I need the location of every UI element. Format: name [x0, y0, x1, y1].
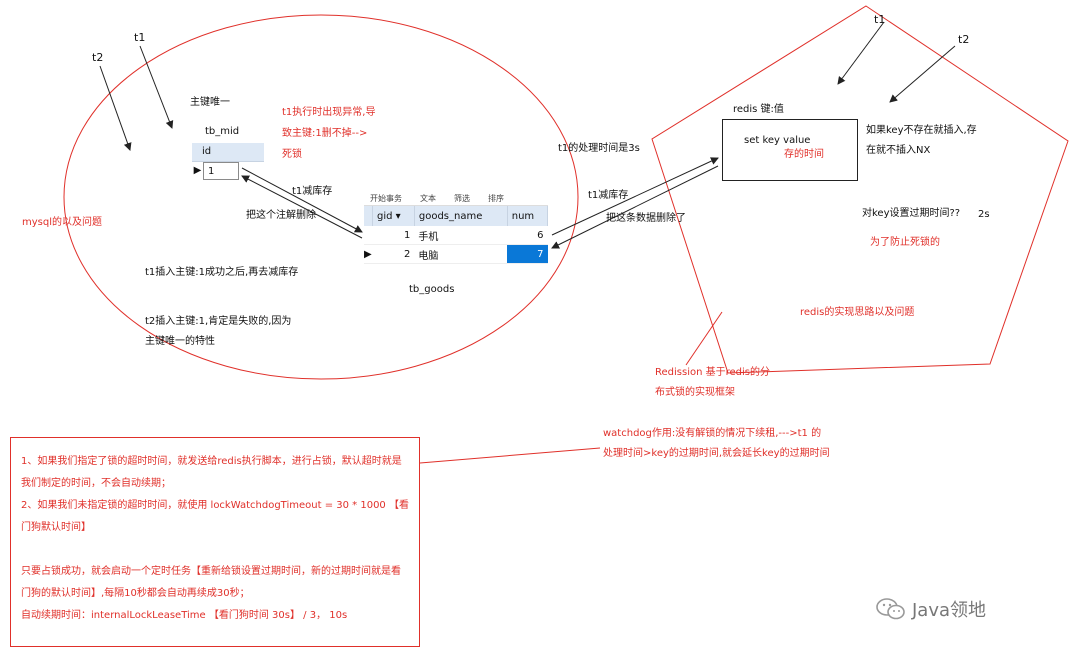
- exception-note-1: t1执行时出现异常,导: [282, 107, 376, 118]
- t2-insert-label-2: 主键唯一的特性: [145, 336, 215, 347]
- cell-gid[interactable]: 1: [372, 226, 415, 245]
- toolbar-sort[interactable]: 排序: [488, 194, 504, 203]
- remove-annotation-label: 把这个注解删除: [246, 210, 316, 221]
- note-line: 门狗的默认时间】,每隔10秒都会自动再续成30秒；: [21, 588, 250, 599]
- arrow-t2-mysql: [99, 65, 132, 151]
- t2-insert-label-1: t2插入主键:1,肯定是失败的,因为: [145, 316, 292, 327]
- ttl-question-label: 对key设置过期时间??: [862, 208, 961, 219]
- arrow-t2-redis: [889, 45, 956, 103]
- goods-grid: gid ▾ goods_name num 1 手机 6 ▶ 2 电脑 7: [364, 206, 549, 264]
- toolbar-filter[interactable]: 筛选: [454, 194, 470, 203]
- exception-note-2: 致主键:1删不掉-->: [282, 128, 368, 139]
- line-watchdog: [419, 447, 601, 464]
- prevent-deadlock-label: 为了防止死锁的: [870, 237, 940, 248]
- arrow-t1-redis: [837, 21, 885, 85]
- line-redission: [685, 311, 723, 366]
- note-line: 门狗默认时间】: [21, 522, 91, 533]
- cell-num[interactable]: 6: [507, 226, 548, 245]
- t1-label-redis: t1: [874, 13, 886, 26]
- t1-reduce-stock-label: t1减库存: [292, 186, 333, 197]
- redis-issue-label: redis的实现思路以及问题: [800, 307, 915, 318]
- table-row[interactable]: 1 手机 6: [364, 226, 548, 245]
- nx-note-2: 在就不插入NX: [866, 145, 931, 156]
- t1-reduce-stock-redis: t1减库存: [588, 190, 629, 201]
- note-line: 1、如果我们指定了锁的超时时间，就发送给redis执行脚本，进行占锁，默认超时就…: [21, 456, 402, 467]
- redission-note-2: 布式锁的实现框架: [655, 387, 735, 398]
- pk-unique-label: 主键唯一: [190, 97, 230, 108]
- mysql-issue-label: mysql的以及问题: [22, 217, 102, 228]
- t1-insert-label: t1插入主键:1成功之后,再去减库存: [145, 267, 299, 278]
- lock-timeout-notes: 1、如果我们指定了锁的超时时间，就发送给redis执行脚本，进行占锁，默认超时就…: [10, 437, 420, 647]
- note-line: 2、如果我们未指定锁的超时时间，就使用 lockWatchdogTimeout …: [21, 500, 409, 511]
- col-gid[interactable]: gid ▾: [372, 206, 415, 226]
- cell-num-selected[interactable]: 7: [507, 244, 548, 264]
- table-row[interactable]: ▶ 2 电脑 7: [364, 244, 548, 264]
- ttl-value-label: 2s: [978, 209, 990, 220]
- row-pointer-icon: ▶: [364, 244, 373, 264]
- cell-goods-name[interactable]: 电脑: [414, 244, 508, 264]
- col-goods-name[interactable]: goods_name: [414, 206, 508, 226]
- redis-kv-label: redis 键:值: [733, 104, 784, 115]
- tb-mid-cell[interactable]: 1: [203, 162, 239, 180]
- note-line: 我们制定的时间，不会自动续期；: [21, 478, 171, 489]
- toolbar-begin-transaction[interactable]: 开始事务: [370, 194, 402, 203]
- arrow-goods-to-redis: [551, 157, 719, 236]
- col-num[interactable]: num: [507, 206, 549, 226]
- watermark: Java领地: [876, 596, 986, 622]
- mysql-ellipse: [63, 14, 579, 380]
- nx-note-1: 如果key不存在就插入,存: [866, 125, 977, 136]
- watchdog-note-1: watchdog作用:没有解锁的情况下续租,--->t1 的: [603, 428, 822, 439]
- note-line: 自动续期时间：internalLockLeaseTime 【看门狗时间 30s】…: [21, 610, 348, 621]
- arrow-redis-to-goods: [551, 165, 719, 249]
- tb-goods-title: tb_goods: [409, 284, 455, 295]
- arrow-goods-to-mid: [241, 175, 363, 239]
- redis-set-command: set key value: [744, 135, 811, 146]
- note-line: 只要占锁成功，就会启动一个定时任务【重新给锁设置过期时间，新的过期时间就是看: [21, 566, 401, 577]
- row-pointer-icon: ▶: [193, 165, 202, 176]
- exception-note-3: 死锁: [282, 149, 302, 160]
- t1-label-mysql: t1: [134, 31, 146, 44]
- header-spacer: [364, 206, 373, 226]
- redis-ttl-label: 存的时间: [784, 149, 824, 160]
- watermark-text: Java领地: [912, 600, 987, 621]
- delete-data-label: 把这条数据删除了: [606, 213, 686, 224]
- tb-mid-title: tb_mid: [205, 126, 240, 137]
- wechat-icon: [876, 598, 905, 620]
- cell-gid[interactable]: 2: [372, 244, 415, 264]
- t2-label-mysql: t2: [92, 51, 104, 64]
- redis-command-box: [722, 119, 858, 181]
- cell-goods-name[interactable]: 手机: [414, 226, 508, 245]
- tb-mid-row[interactable]: ▶ 1: [192, 162, 264, 180]
- sort-down-icon: ▾: [395, 210, 401, 222]
- goods-toolbar: 开始事务 文本 筛选 排序: [364, 193, 548, 206]
- tb-goods-table: 开始事务 文本 筛选 排序 gid ▾ goods_name num 1 手机 …: [364, 193, 549, 264]
- redission-note-1: Redission 基于redis的分: [655, 367, 770, 378]
- arrow-mid-to-goods: [241, 167, 363, 233]
- toolbar-text[interactable]: 文本: [420, 194, 436, 203]
- t2-label-redis: t2: [958, 33, 970, 46]
- t1-processing-time: t1的处理时间是3s: [558, 143, 640, 154]
- watchdog-note-2: 处理时间>key的过期时间,就会延长key的过期时间: [603, 448, 830, 459]
- arrow-t1-mysql: [139, 45, 174, 129]
- redis-pentagon: [651, 5, 1069, 374]
- tb-mid-header: id: [192, 143, 264, 162]
- tb-mid-table: id ▶ 1: [192, 143, 264, 180]
- note-line: [21, 539, 409, 561]
